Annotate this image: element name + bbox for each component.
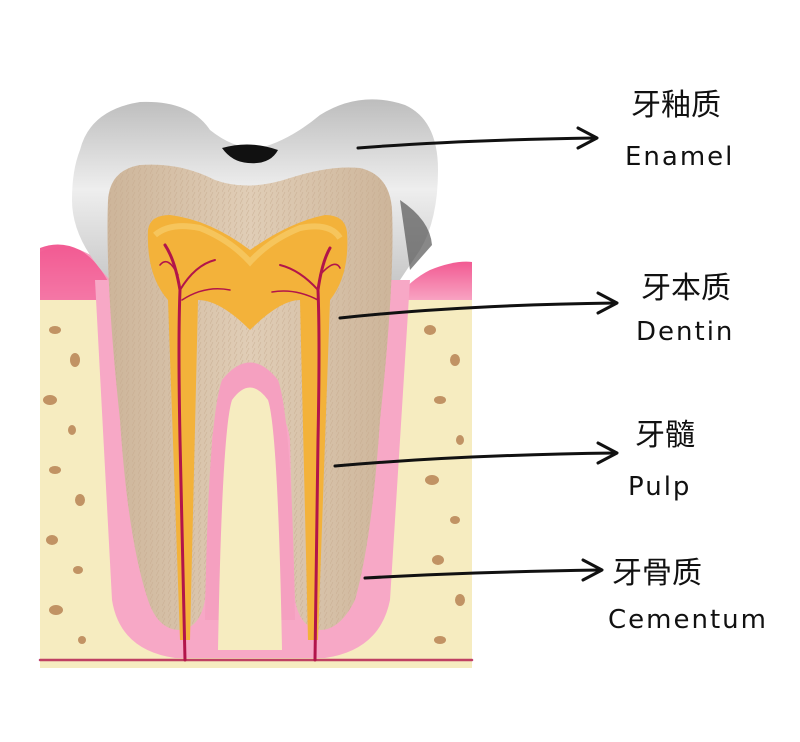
pointer-arrows [333, 126, 619, 582]
label-cementum-en: Cementum [608, 605, 768, 635]
label-enamel-zh: 牙釉质 [631, 88, 721, 123]
arrow-pulp [333, 441, 619, 468]
inter-root-bone [218, 387, 282, 650]
arrow-cementum [363, 558, 604, 582]
label-pulp-en: Pulp [628, 472, 691, 502]
arrow-enamel [356, 126, 599, 150]
label-dentin-en: Dentin [636, 317, 734, 347]
label-enamel-en: Enamel [625, 142, 734, 172]
cavity [222, 144, 278, 164]
arrow-dentin [338, 291, 619, 320]
label-pulp-zh: 牙髓 [635, 418, 695, 453]
label-cementum-zh: 牙骨质 [612, 556, 702, 591]
pulp [147, 215, 348, 640]
label-pulp: 牙髓 Pulp [628, 418, 695, 502]
label-dentin-zh: 牙本质 [641, 271, 731, 306]
label-enamel: 牙釉质 Enamel [625, 88, 734, 172]
label-cementum: 牙骨质 Cementum [608, 556, 768, 635]
nerves [38, 243, 474, 662]
label-dentin: 牙本质 Dentin [636, 271, 734, 347]
